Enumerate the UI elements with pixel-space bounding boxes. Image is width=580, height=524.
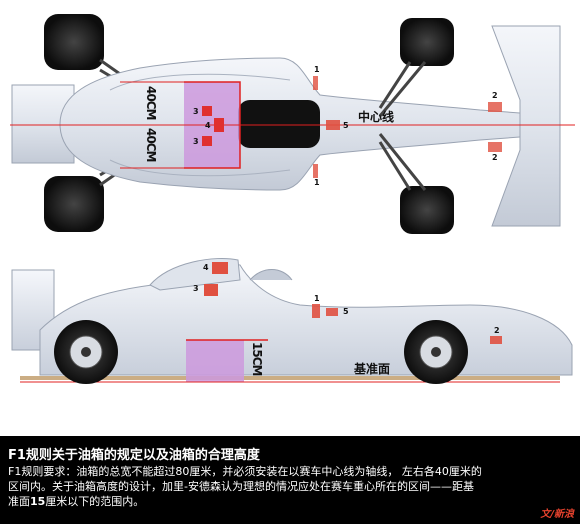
marker-side-2 — [490, 336, 502, 344]
front-left-tyre — [400, 18, 454, 66]
front-right-tyre — [400, 186, 454, 234]
marker-3a — [202, 106, 212, 116]
rear-left-tyre — [44, 14, 104, 70]
side-view — [11, 257, 573, 384]
marker-side-4 — [212, 262, 228, 274]
marker-top-5-label: 5 — [343, 121, 349, 130]
caption-body: F1规则要求：油箱的总宽不能超过80厘米，并必须安装在以赛车中心线为轴线， 左右… — [8, 464, 573, 509]
caption-line-3: 准面15厘米以下的范围内。 — [8, 494, 573, 509]
marker-1a — [313, 76, 318, 90]
caption-title: F1规则关于油箱的规定以及油箱的合理高度 — [8, 448, 260, 463]
marker-side-5-label: 5 — [343, 307, 349, 316]
top-width-label-lower: 40CM — [144, 128, 158, 162]
diagram-graphics — [10, 14, 575, 384]
marker-1b — [313, 164, 318, 178]
car-body-side — [39, 263, 573, 376]
fuel-tank-zone-side — [186, 340, 244, 382]
marker-side-5 — [326, 308, 338, 316]
marker-5 — [326, 120, 340, 130]
rear-right-tyre — [44, 176, 104, 232]
front-wing — [491, 25, 561, 227]
marker-side-4-label: 4 — [203, 263, 209, 272]
marker-top-2b-label: 2 — [492, 153, 498, 162]
marker-top-3a-label: 3 — [193, 107, 199, 116]
marker-top-2a-label: 2 — [492, 91, 498, 100]
center-line-label: 中心线 — [358, 110, 395, 124]
marker-side-3 — [204, 284, 218, 296]
top-view — [10, 14, 575, 234]
marker-4 — [214, 118, 224, 132]
height-label: 15CM — [250, 342, 264, 376]
marker-side-3-label: 3 — [193, 284, 199, 293]
marker-top-1a-label: 1 — [314, 65, 320, 74]
caption-line-3b: 15 — [30, 495, 46, 508]
source-logo: 文/新浪 — [540, 509, 574, 520]
top-width-label-upper: 40CM — [144, 86, 158, 120]
caption-line-1: F1规则要求：油箱的总宽不能超过80厘米，并必须安装在以赛车中心线为轴线， 左右… — [8, 465, 482, 478]
marker-3b — [202, 136, 212, 146]
caption-line-3c: 厘米以下的范围内。 — [45, 495, 145, 508]
marker-side-2-label: 2 — [494, 326, 500, 335]
marker-top-4-label: 4 — [205, 121, 211, 130]
caption-line-2: 区间内。关于油箱高度的设计，加里-安德森认为理想的情况应处在赛车重心所在的区间—… — [8, 480, 474, 493]
marker-side-1 — [312, 304, 320, 318]
marker-top-1b-label: 1 — [314, 178, 320, 187]
f1-fuel-tank-diagram: 40CM 40CM 中心线 3 4 3 5 1 1 2 2 15CM 基准面 4… — [10, 14, 575, 384]
floor — [20, 376, 560, 380]
marker-side-1-label: 1 — [314, 294, 320, 303]
marker-top-3b-label: 3 — [193, 137, 199, 146]
marker-2a — [488, 102, 502, 112]
marker-2b — [488, 142, 502, 152]
caption-panel: F1规则关于油箱的规定以及油箱的合理高度 F1规则要求：油箱的总宽不能超过80厘… — [0, 436, 580, 524]
cockpit — [238, 100, 320, 148]
caption-line-3a: 准面 — [8, 495, 30, 508]
datum-label: 基准面 — [354, 362, 391, 376]
